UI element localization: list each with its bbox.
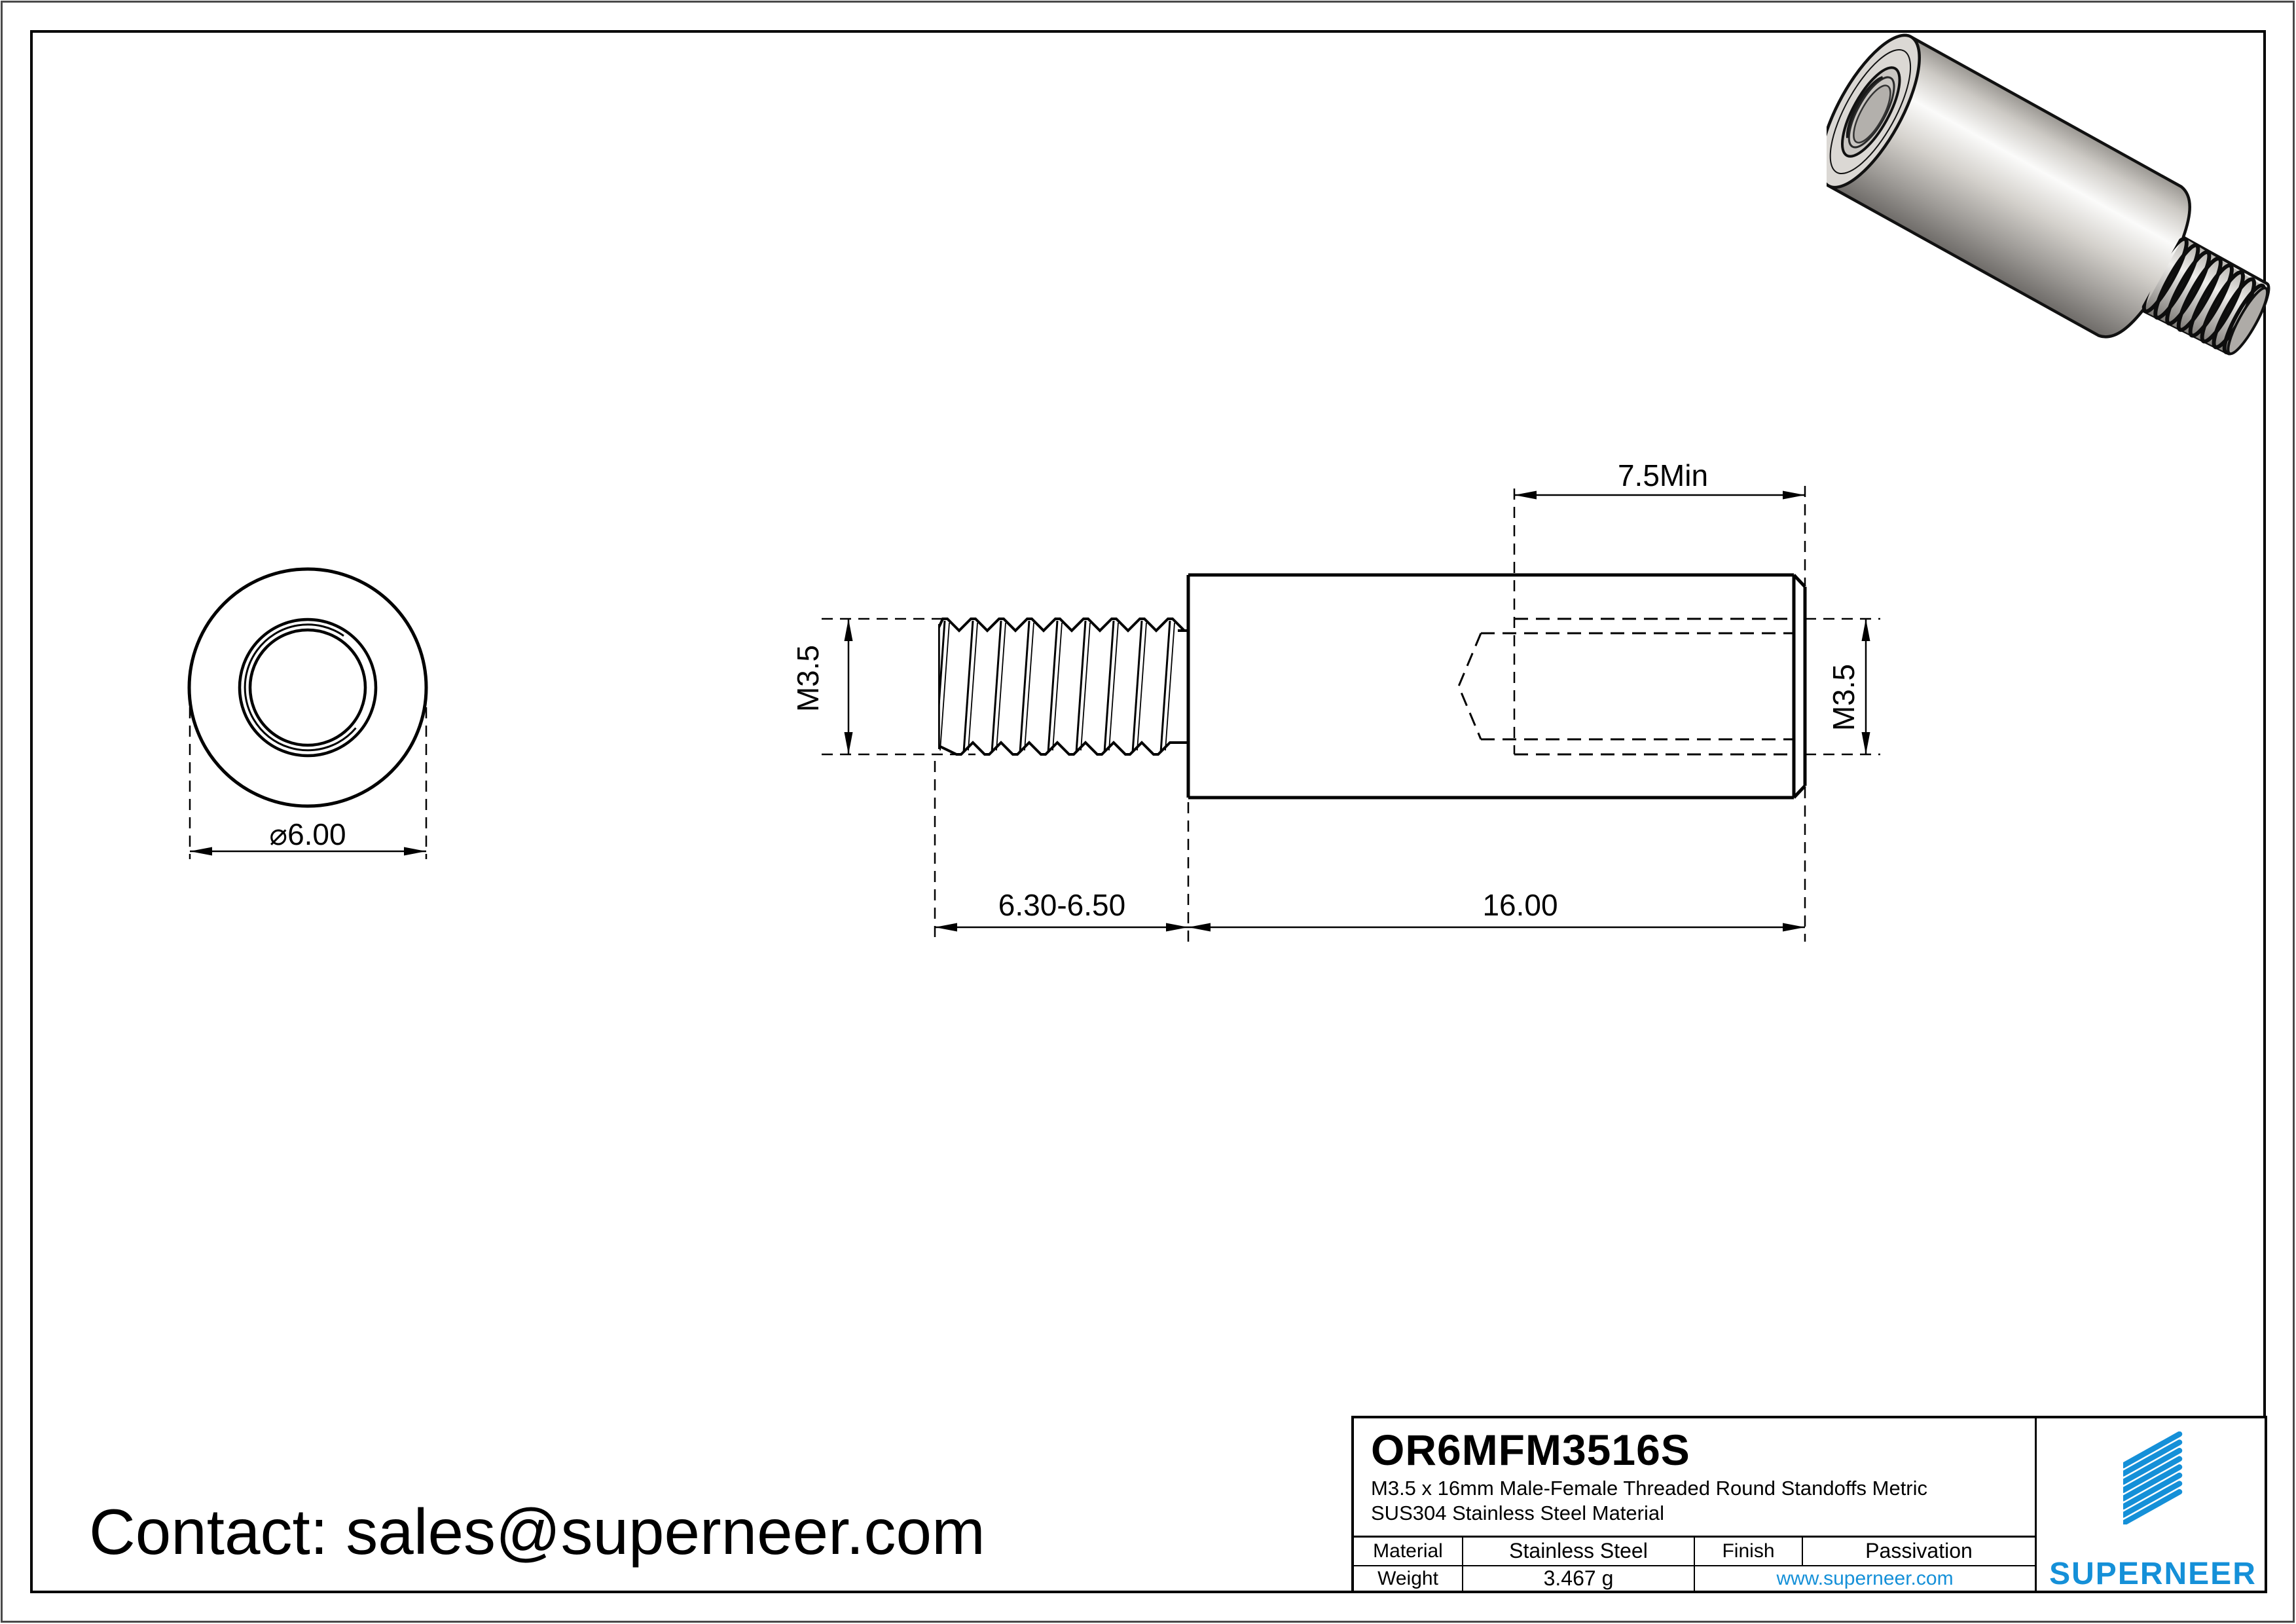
dim-label-stud-length: 6.30-6.50 xyxy=(998,888,1125,922)
front-thread-major-circle xyxy=(238,618,378,758)
part-number: OR6MFM3516S xyxy=(1371,1426,1690,1474)
tb-divider xyxy=(1354,1536,2037,1538)
finish-value: Passivation xyxy=(1865,1539,1973,1562)
contact-line: Contact: sales@superneer.com xyxy=(89,1496,985,1568)
female-thread-hidden-lines xyxy=(1457,618,1794,756)
title-block: OR6MFM3516S M3.5 x 16mm Male-Female Thre… xyxy=(1351,1416,2267,1593)
weight-value: 3.467 g xyxy=(1543,1566,1614,1590)
iso-face xyxy=(1827,33,1921,189)
iso-stud-tip xyxy=(2227,286,2269,356)
tb-divider xyxy=(1694,1536,1695,1591)
body-outline xyxy=(1186,573,1794,800)
tb-divider xyxy=(2035,1418,2037,1591)
brand-cell: SUPERNEER xyxy=(2039,1420,2267,1595)
front-view-drawing: ⌀6.00 xyxy=(187,567,428,859)
website-link[interactable]: www.superneer.com xyxy=(1776,1567,1954,1589)
dim-label-diameter: ⌀6.00 xyxy=(269,817,346,851)
part-description-line1: M3.5 x 16mm Male-Female Threaded Round S… xyxy=(1371,1477,1928,1500)
dim-label-body-length: 16.00 xyxy=(1482,888,1558,922)
dim-label-female-thread: M3.5 xyxy=(1827,664,1861,731)
drawing-frame xyxy=(30,30,2266,1593)
side-view-drawing: 7.5Min M3.5 M3.5 6.30-6.50 16.00 xyxy=(791,458,1880,942)
finish-label: Finish xyxy=(1722,1540,1775,1562)
brand-wordmark: SUPERNEER xyxy=(2049,1557,2257,1591)
front-thread-minor-circle xyxy=(248,628,367,747)
tb-divider xyxy=(1802,1536,1803,1565)
front-outer-circle xyxy=(187,567,428,808)
weight-label: Weight xyxy=(1377,1567,1438,1589)
brand-logo-icon xyxy=(2123,1431,2183,1524)
material-value: Stainless Steel xyxy=(1509,1539,1648,1562)
tb-divider xyxy=(1462,1536,1463,1591)
dim-label-male-thread: M3.5 xyxy=(791,645,825,712)
front-thread-arc xyxy=(244,623,357,752)
iso-render xyxy=(1827,33,2270,356)
dim-label-thread-depth: 7.5Min xyxy=(1618,458,1708,492)
male-thread-profile xyxy=(938,618,1186,756)
tb-divider xyxy=(1354,1565,2037,1566)
material-label: Material xyxy=(1373,1540,1443,1562)
part-description-line2: SUS304 Stainless Steel Material xyxy=(1371,1502,1665,1524)
